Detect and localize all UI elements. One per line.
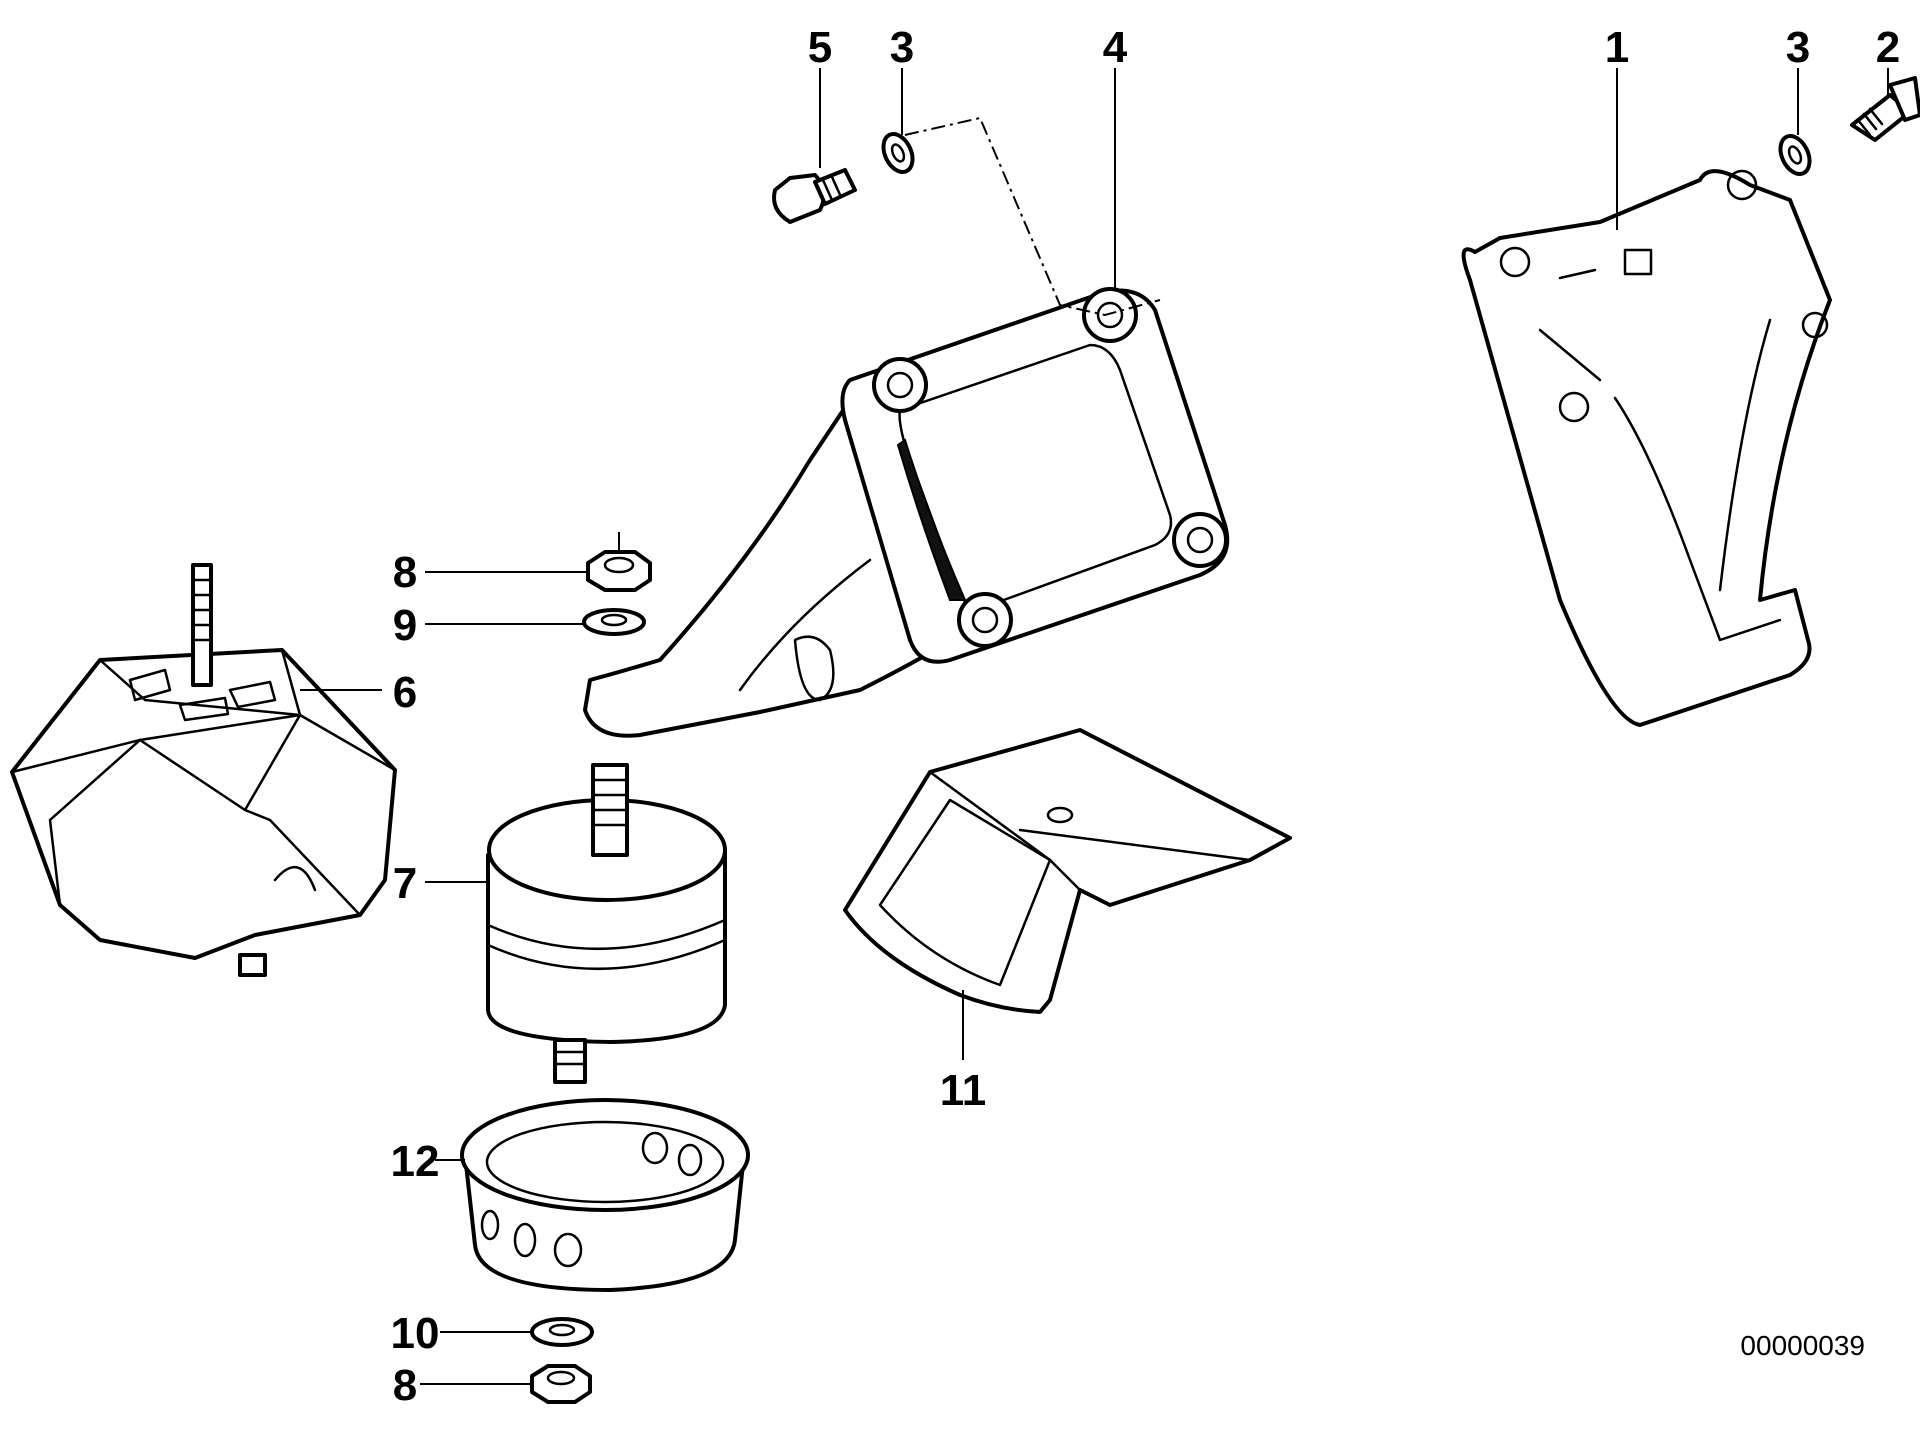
callout-6: 6 bbox=[393, 668, 417, 717]
washer-left-part bbox=[881, 132, 915, 174]
callout-2: 2 bbox=[1876, 23, 1900, 72]
bolt-left-part bbox=[772, 168, 857, 224]
callout-7: 7 bbox=[393, 859, 417, 908]
callout-9: 9 bbox=[393, 601, 417, 650]
callout-3-right: 3 bbox=[1786, 23, 1810, 72]
diagram-code: 00000039 bbox=[1740, 1330, 1865, 1361]
mount-large-part bbox=[10, 563, 397, 977]
assembly-dash-line bbox=[904, 116, 1161, 317]
callout-10: 10 bbox=[391, 1309, 440, 1358]
washer-right-part bbox=[1778, 134, 1812, 176]
callout-4: 4 bbox=[1103, 23, 1128, 72]
bracket-right-part bbox=[1461, 169, 1832, 727]
heat-shield-part bbox=[843, 728, 1292, 1014]
nut-top-part bbox=[586, 532, 652, 592]
washer-top-part bbox=[582, 608, 646, 636]
bolt-right-part bbox=[1850, 76, 1920, 142]
callout-8-top: 8 bbox=[393, 548, 417, 597]
leader-lines bbox=[300, 68, 1889, 1385]
callout-3-left: 3 bbox=[890, 23, 914, 72]
mount-cylinder-part bbox=[486, 763, 727, 1084]
ring-cup-part bbox=[460, 1098, 750, 1292]
callout-1: 1 bbox=[1605, 23, 1629, 72]
callout-5: 5 bbox=[808, 23, 832, 72]
washer-bottom-part bbox=[530, 1317, 594, 1347]
callout-12: 12 bbox=[391, 1137, 440, 1186]
callout-8-bottom: 8 bbox=[393, 1361, 417, 1410]
nut-bottom-part bbox=[530, 1364, 592, 1404]
callout-11: 11 bbox=[940, 1066, 987, 1115]
bracket-center-part bbox=[583, 287, 1230, 738]
